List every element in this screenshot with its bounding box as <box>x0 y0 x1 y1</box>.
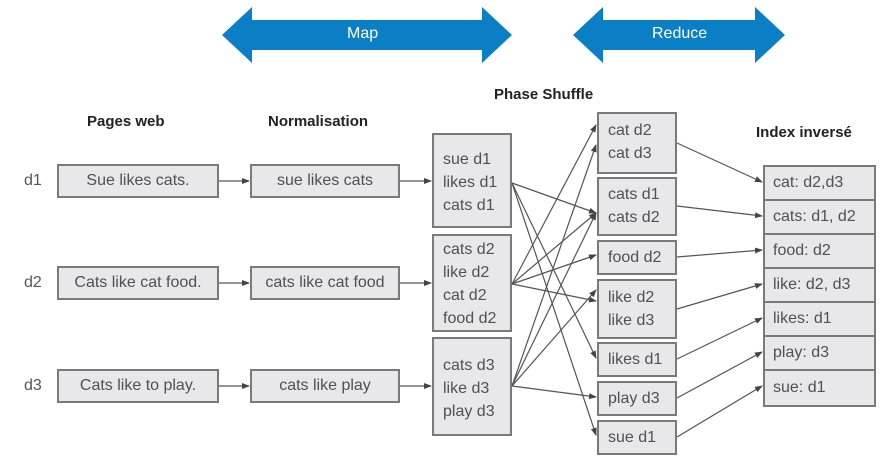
heading-normalisation: Normalisation <box>268 113 369 130</box>
shuffle-box-play: play d3 <box>597 381 677 416</box>
index-row: sue: d1 <box>773 379 826 396</box>
map-phase-arrow <box>222 7 512 63</box>
index-row: like: d2, d3 <box>765 269 874 303</box>
index-row: likes: d1 <box>765 303 874 337</box>
arrow-shuffle-to-index <box>676 385 763 438</box>
heading-pages-web: Pages web <box>87 113 165 130</box>
shuffle-box-food: food d2 <box>597 240 677 275</box>
arrow-map-to-shuffle <box>511 254 597 285</box>
map-output-box-d2: cats d2 like d2 cat d2 food d2 <box>432 234 512 332</box>
page-box-d1: Sue likes cats. <box>57 164 219 198</box>
shuffle-line: like d2 <box>608 289 655 306</box>
arrow-shuffle-to-index <box>676 142 763 183</box>
heading-index-inverse: Index inversé <box>756 124 852 141</box>
arrow-map-to-shuffle <box>511 212 597 387</box>
map-output-box-d1: sue d1 likes d1 cats d1 <box>432 133 512 228</box>
map-output-line: cats d2 <box>443 241 495 258</box>
map-output-box-d3: cats d3 like d3 play d3 <box>432 337 512 436</box>
shuffle-line: cat d3 <box>608 145 652 162</box>
shuffle-line: likes d1 <box>608 350 663 368</box>
normalized-box-d2: cats like cat food <box>250 266 400 300</box>
arrow-map-to-shuffle <box>511 144 597 387</box>
normalized-box-d3: cats like play <box>250 369 400 403</box>
map-output-line: cats d1 <box>443 197 495 214</box>
page-box-d3: Cats like to play. <box>57 369 219 403</box>
page-box-d2: Cats like cat food. <box>57 266 219 300</box>
arrow-map-to-shuffle <box>511 182 597 359</box>
arrow-shuffle-to-index <box>676 247 763 258</box>
shuffle-line: like d3 <box>608 312 655 329</box>
map-output-line: like d2 <box>443 264 490 281</box>
map-output-line: sue d1 <box>443 151 492 168</box>
index-row: cats: d1, d2 <box>765 201 874 235</box>
arrow-shuffle-to-index <box>676 283 763 310</box>
arrow-map-to-shuffle <box>511 124 597 285</box>
normalized-box-d1: sue likes cats <box>250 164 400 198</box>
arrow-shuffle-to-index <box>676 205 763 219</box>
shuffle-line: cats d2 <box>608 209 660 226</box>
arrow-map-to-shuffle <box>511 385 597 400</box>
map-output-line: play d3 <box>443 403 495 420</box>
inverted-index-table: cat: d2,d3 cats: d1, d2 food: d2 like: d… <box>763 165 876 407</box>
index-row: food: d2 <box>765 235 874 269</box>
heading-phase-shuffle: Phase Shuffle <box>494 86 594 103</box>
doc-label-d2: d2 <box>24 274 42 291</box>
map-output-line: likes d1 <box>443 174 498 191</box>
shuffle-line: cat d2 <box>608 122 652 139</box>
arrow-shuffle-to-index <box>676 351 763 399</box>
reduce-phase-arrow <box>573 7 785 63</box>
arrow-map-to-shuffle <box>511 182 597 436</box>
doc-label-d3: d3 <box>24 377 42 394</box>
map-output-line: like d3 <box>443 380 490 397</box>
shuffle-line: play d3 <box>608 389 660 407</box>
arrow-map-to-shuffle <box>511 289 597 387</box>
arrow-map-to-shuffle <box>511 212 597 285</box>
reduce-phase-label: Reduce <box>652 25 708 42</box>
shuffle-box-likes: likes d1 <box>597 342 677 377</box>
map-phase-label: Map <box>347 25 379 42</box>
arrow-map-to-shuffle <box>511 283 597 303</box>
shuffle-box-sue: sue d1 <box>597 420 677 455</box>
index-row: play: d3 <box>765 337 874 371</box>
arrow-map-to-shuffle <box>511 182 597 214</box>
doc-label-d1: d1 <box>24 172 42 189</box>
map-output-line: food d2 <box>443 310 497 327</box>
map-output-line: cats d3 <box>443 357 495 374</box>
map-output-line: cat d2 <box>443 287 487 304</box>
shuffle-line: sue d1 <box>608 428 657 446</box>
arrow-shuffle-to-index <box>676 317 763 360</box>
index-row: cat: d2,d3 <box>765 167 874 201</box>
shuffle-box-cats: cats d1 cats d2 <box>597 177 677 236</box>
shuffle-box-like: like d2 like d3 <box>597 279 677 339</box>
shuffle-box-cat: cat d2 cat d3 <box>597 112 677 174</box>
shuffle-line: cats d1 <box>608 186 660 203</box>
shuffle-line: food d2 <box>608 248 662 266</box>
